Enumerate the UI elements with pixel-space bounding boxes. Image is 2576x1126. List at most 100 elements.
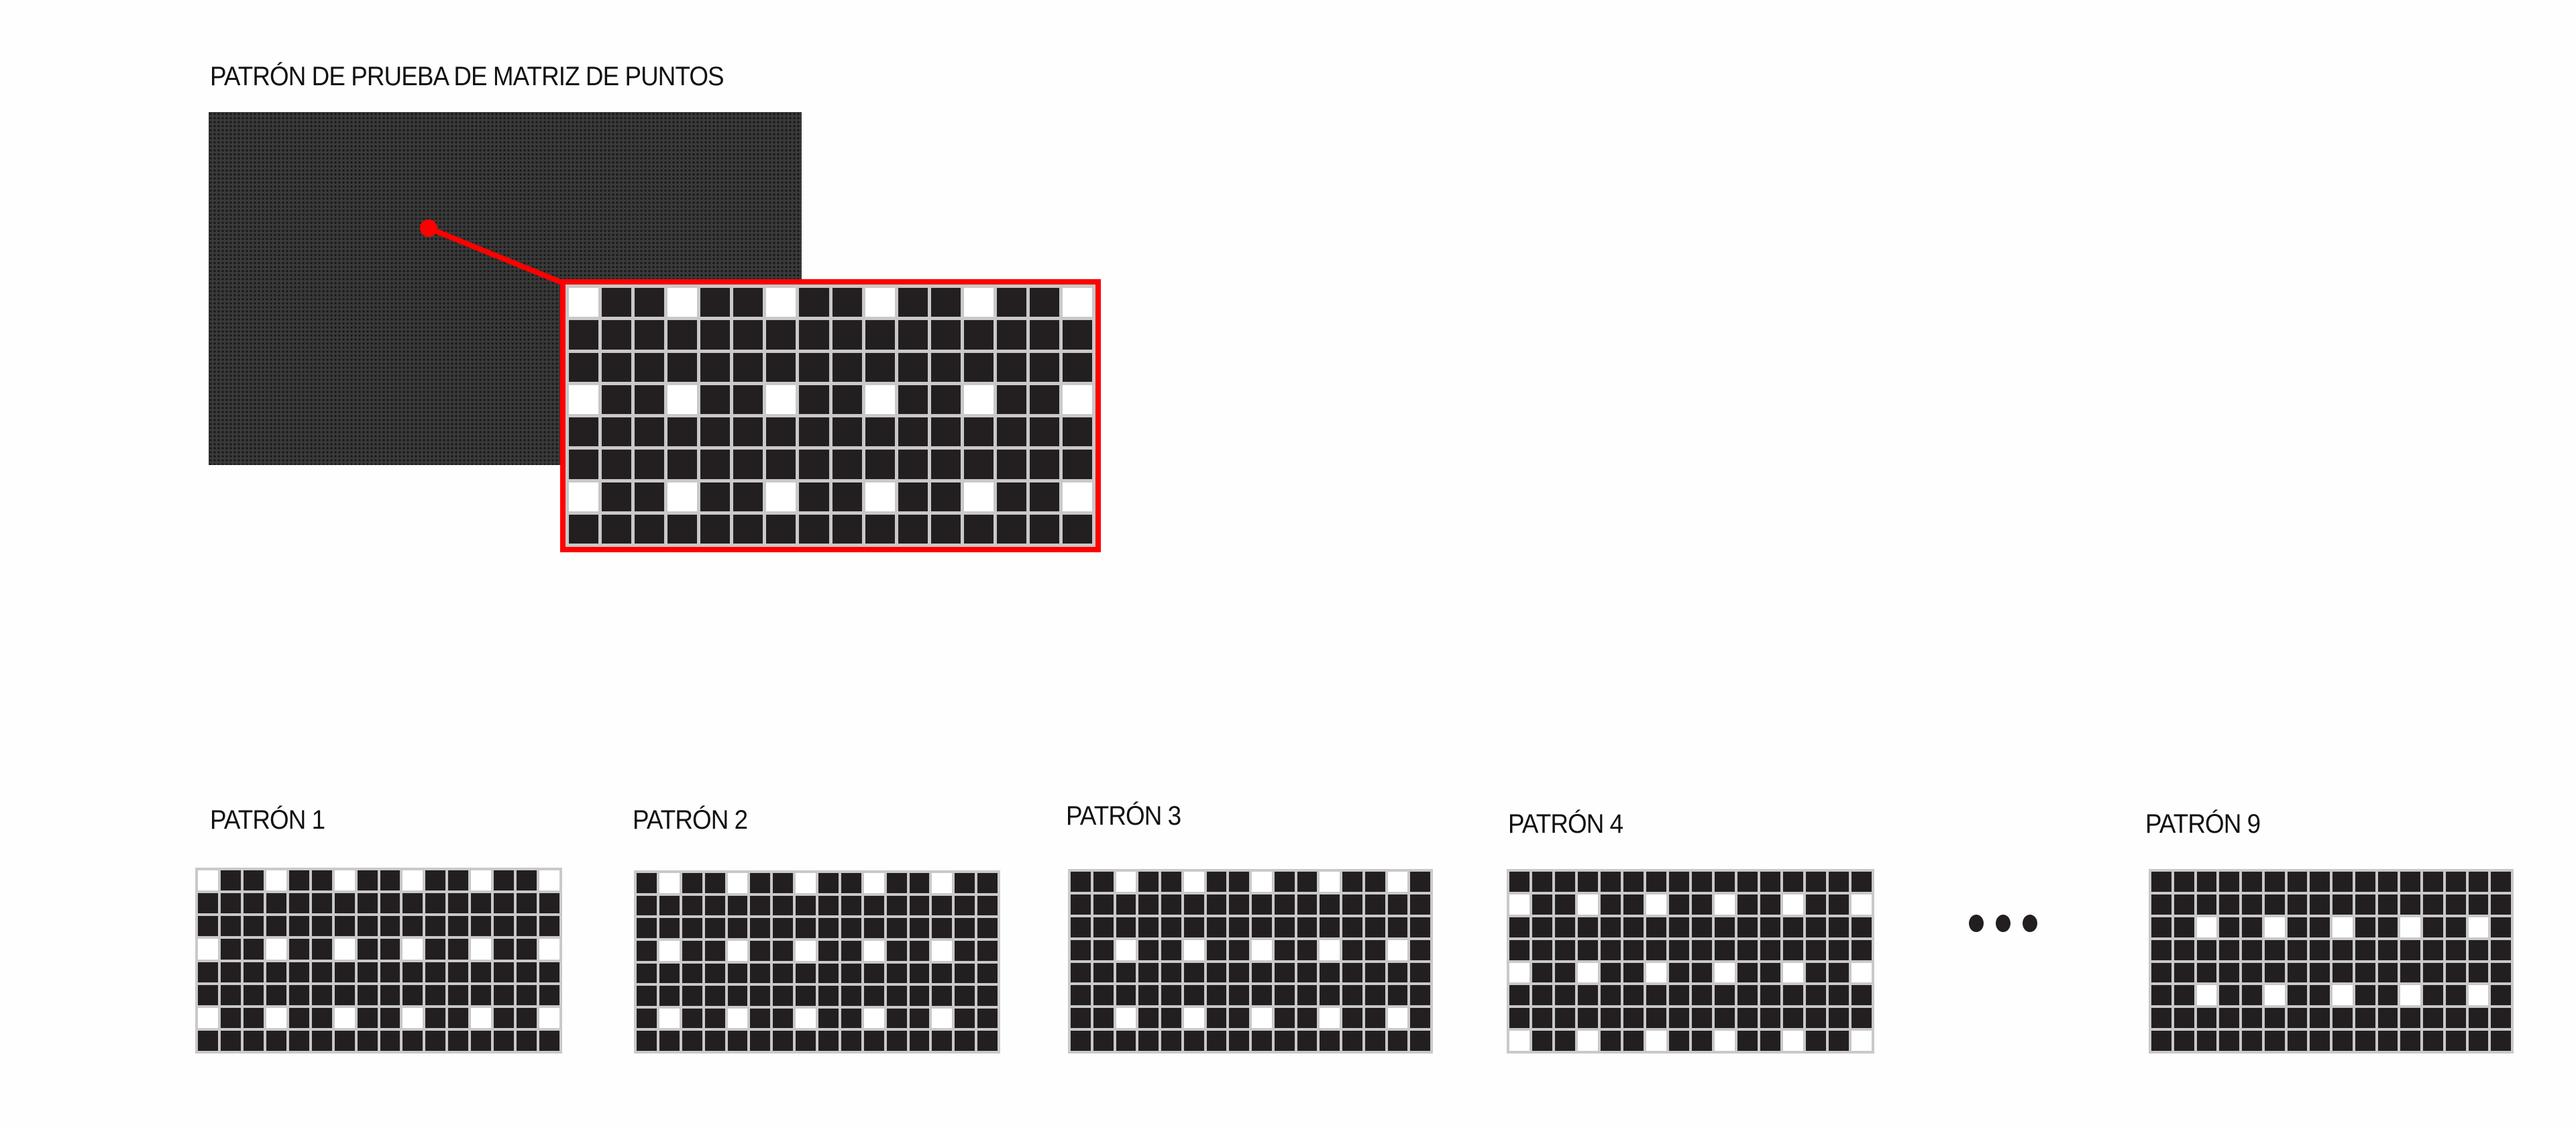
dark-dot-cell (220, 939, 241, 960)
dark-dot-cell (1320, 917, 1340, 937)
dark-dot-cell (1669, 1008, 1689, 1029)
dark-dot-cell (1297, 1031, 1318, 1051)
dark-dot-cell (1138, 962, 1159, 983)
dark-dot-cell (886, 873, 907, 893)
dark-dot-cell (841, 986, 861, 1006)
dark-dot-cell (1669, 1031, 1689, 1051)
dark-dot-cell (1029, 417, 1059, 447)
dark-dot-cell (448, 939, 469, 960)
lit-dot-cell (659, 873, 680, 893)
dark-dot-cell (865, 320, 895, 350)
dark-dot-cell (1623, 872, 1644, 892)
lit-dot-cell (1062, 288, 1092, 317)
dark-dot-cell (1410, 917, 1430, 937)
dark-dot-cell (1138, 939, 1159, 960)
lit-dot-cell (2468, 917, 2489, 937)
dark-dot-cell (243, 939, 264, 960)
dark-dot-cell (637, 895, 657, 916)
dark-dot-cell (2219, 985, 2239, 1006)
dark-dot-cell (2310, 872, 2330, 892)
dark-dot-cell (1093, 917, 1114, 937)
dark-dot-cell (2377, 939, 2398, 960)
dark-dot-cell (380, 939, 400, 960)
dark-dot-cell (818, 873, 839, 893)
dark-dot-cell (700, 450, 731, 479)
lit-dot-cell (1062, 482, 1092, 511)
dark-dot-cell (930, 482, 961, 511)
dark-dot-cell (1410, 1031, 1430, 1051)
dark-dot-cell (1062, 450, 1092, 479)
dark-dot-cell (2400, 894, 2420, 915)
dark-dot-cell (955, 918, 975, 938)
dark-dot-cell (909, 918, 930, 938)
dark-dot-cell (1274, 1008, 1295, 1029)
dark-dot-cell (1297, 939, 1318, 960)
dark-dot-cell (1601, 1031, 1621, 1051)
dark-dot-cell (1364, 985, 1385, 1006)
dark-dot-cell (1509, 985, 1529, 1006)
lit-dot-cell (1252, 1008, 1272, 1029)
lit-dot-cell (796, 1008, 816, 1029)
dark-dot-cell (2491, 1008, 2511, 1029)
dark-dot-cell (539, 962, 559, 982)
lit-dot-cell (963, 385, 994, 414)
dark-dot-cell (2219, 939, 2239, 960)
dark-dot-cell (380, 870, 400, 891)
dark-dot-cell (2468, 939, 2489, 960)
lit-dot-cell (1646, 1031, 1666, 1051)
dark-dot-cell (1851, 872, 1872, 892)
dark-dot-cell (886, 1031, 907, 1051)
dark-dot-cell (1646, 917, 1666, 937)
lit-dot-cell (1183, 872, 1204, 892)
lit-dot-cell (266, 870, 286, 891)
dark-dot-cell (288, 916, 309, 937)
dark-dot-cell (517, 870, 537, 891)
dark-dot-cell (955, 873, 975, 893)
dark-dot-cell (288, 1030, 309, 1051)
dark-dot-cell (1387, 962, 1408, 983)
dark-dot-cell (637, 1008, 657, 1029)
dark-dot-cell (704, 963, 725, 984)
dark-dot-cell (977, 1008, 998, 1029)
lit-dot-cell (1578, 1031, 1598, 1051)
dark-dot-cell (930, 450, 961, 479)
dark-dot-cell (955, 1031, 975, 1051)
dark-dot-cell (1229, 894, 1249, 915)
dark-dot-cell (1829, 872, 1849, 892)
dark-dot-cell (288, 1007, 309, 1028)
dark-dot-cell (2174, 1008, 2194, 1029)
dark-dot-cell (311, 984, 332, 1005)
dark-dot-cell (402, 1030, 423, 1051)
dark-dot-cell (2400, 872, 2420, 892)
dark-dot-cell (682, 873, 702, 893)
dark-dot-cell (996, 417, 1026, 447)
dark-dot-cell (841, 873, 861, 893)
lit-dot-cell (1320, 939, 1340, 960)
dark-dot-cell (799, 352, 829, 382)
dark-dot-cell (1206, 985, 1227, 1006)
dark-dot-cell (1029, 450, 1059, 479)
dark-dot-cell (357, 939, 378, 960)
dark-dot-cell (637, 873, 657, 893)
dark-dot-cell (977, 895, 998, 916)
lit-dot-cell (796, 873, 816, 893)
lit-dot-cell (1715, 962, 1735, 983)
dark-dot-cell (2491, 872, 2511, 892)
dark-dot-cell (220, 870, 241, 891)
dark-dot-cell (2287, 872, 2308, 892)
dark-dot-cell (1206, 1008, 1227, 1029)
lit-dot-cell (1116, 939, 1136, 960)
dark-dot-cell (402, 984, 423, 1005)
dark-dot-cell (635, 514, 665, 544)
lit-dot-cell (2332, 917, 2353, 937)
dark-dot-cell (963, 417, 994, 447)
dark-dot-cell (977, 986, 998, 1006)
dark-dot-cell (682, 1031, 702, 1051)
lit-dot-cell (266, 939, 286, 960)
dark-dot-cell (659, 1031, 680, 1051)
dark-dot-cell (898, 482, 928, 511)
lit-dot-cell (766, 482, 796, 511)
dark-dot-cell (1410, 894, 1430, 915)
dark-dot-cell (1364, 939, 1385, 960)
dark-dot-cell (1161, 985, 1181, 1006)
